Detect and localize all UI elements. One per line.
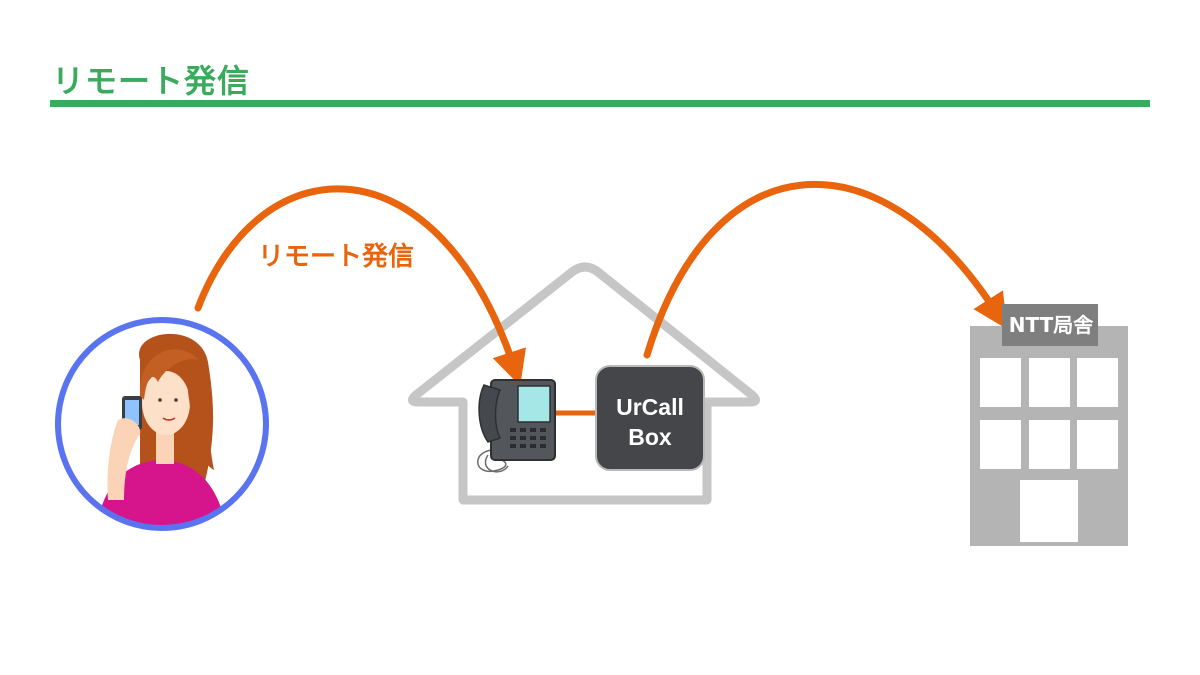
user-avatar: [55, 317, 269, 531]
remote-call-label: リモート発信: [258, 242, 415, 272]
urcall-box-device: [595, 365, 705, 471]
desk-phone-icon: [477, 379, 556, 473]
urcall-box-label: UrCall Box: [598, 392, 702, 452]
house-outline: [408, 262, 760, 505]
outbound-line-arrow: [643, 180, 1008, 359]
ntt-office-label: NTT局舎: [1008, 313, 1094, 337]
title-underline: [50, 100, 1150, 107]
remote-call-arrow: [194, 185, 526, 386]
urcall-box-label-line1: UrCall: [616, 394, 684, 420]
page-title: リモート発信: [52, 62, 251, 100]
urcall-box-label-line2: Box: [628, 424, 672, 450]
ntt-building-icon: [970, 304, 1128, 546]
